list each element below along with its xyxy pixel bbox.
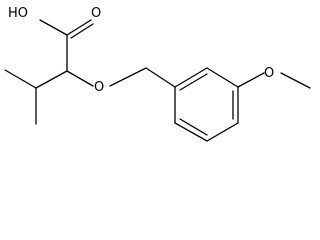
- bond-ring-methoxy-oxygen: [237, 72, 265, 88]
- ring-bond-4: [206, 122, 239, 142]
- methoxy-oxygen-label: O: [264, 66, 274, 81]
- carbonyl-oxygen-label: O: [91, 6, 101, 21]
- bond-methoxy-oxygen-methyl: [280, 72, 311, 89]
- ring-bond-5: [174, 122, 208, 142]
- bond-alpha-carbon-ether-oxygen: [66, 70, 94, 87]
- ring-bond-2: [206, 67, 239, 88]
- bond-carboxyl-carbon-hydroxyl: [39, 19, 68, 36]
- ring-bond-1-inner: [179, 73, 208, 91]
- bond-alpha-carbon-isopropyl-carbon: [35, 70, 68, 89]
- bond-isopropyl-upper-methyl: [4, 69, 37, 89]
- bond-ether-oxygen-benzyl-carbon: [109, 67, 147, 87]
- bond-carboxyl-carbon-oxygen-double-b: [70, 23, 94, 39]
- ether-oxygen-label: O: [94, 80, 104, 95]
- chemical-structure-diagram: HO O O O: [4, 6, 311, 142]
- ring-bond-1: [174, 67, 208, 88]
- hydroxyl-label: HO: [8, 6, 28, 21]
- ring-bond-5-inner: [179, 118, 208, 136]
- bond-carboxyl-carbon-oxygen-double-a: [66, 19, 92, 36]
- bond-benzyl-carbon-ring: [145, 67, 176, 88]
